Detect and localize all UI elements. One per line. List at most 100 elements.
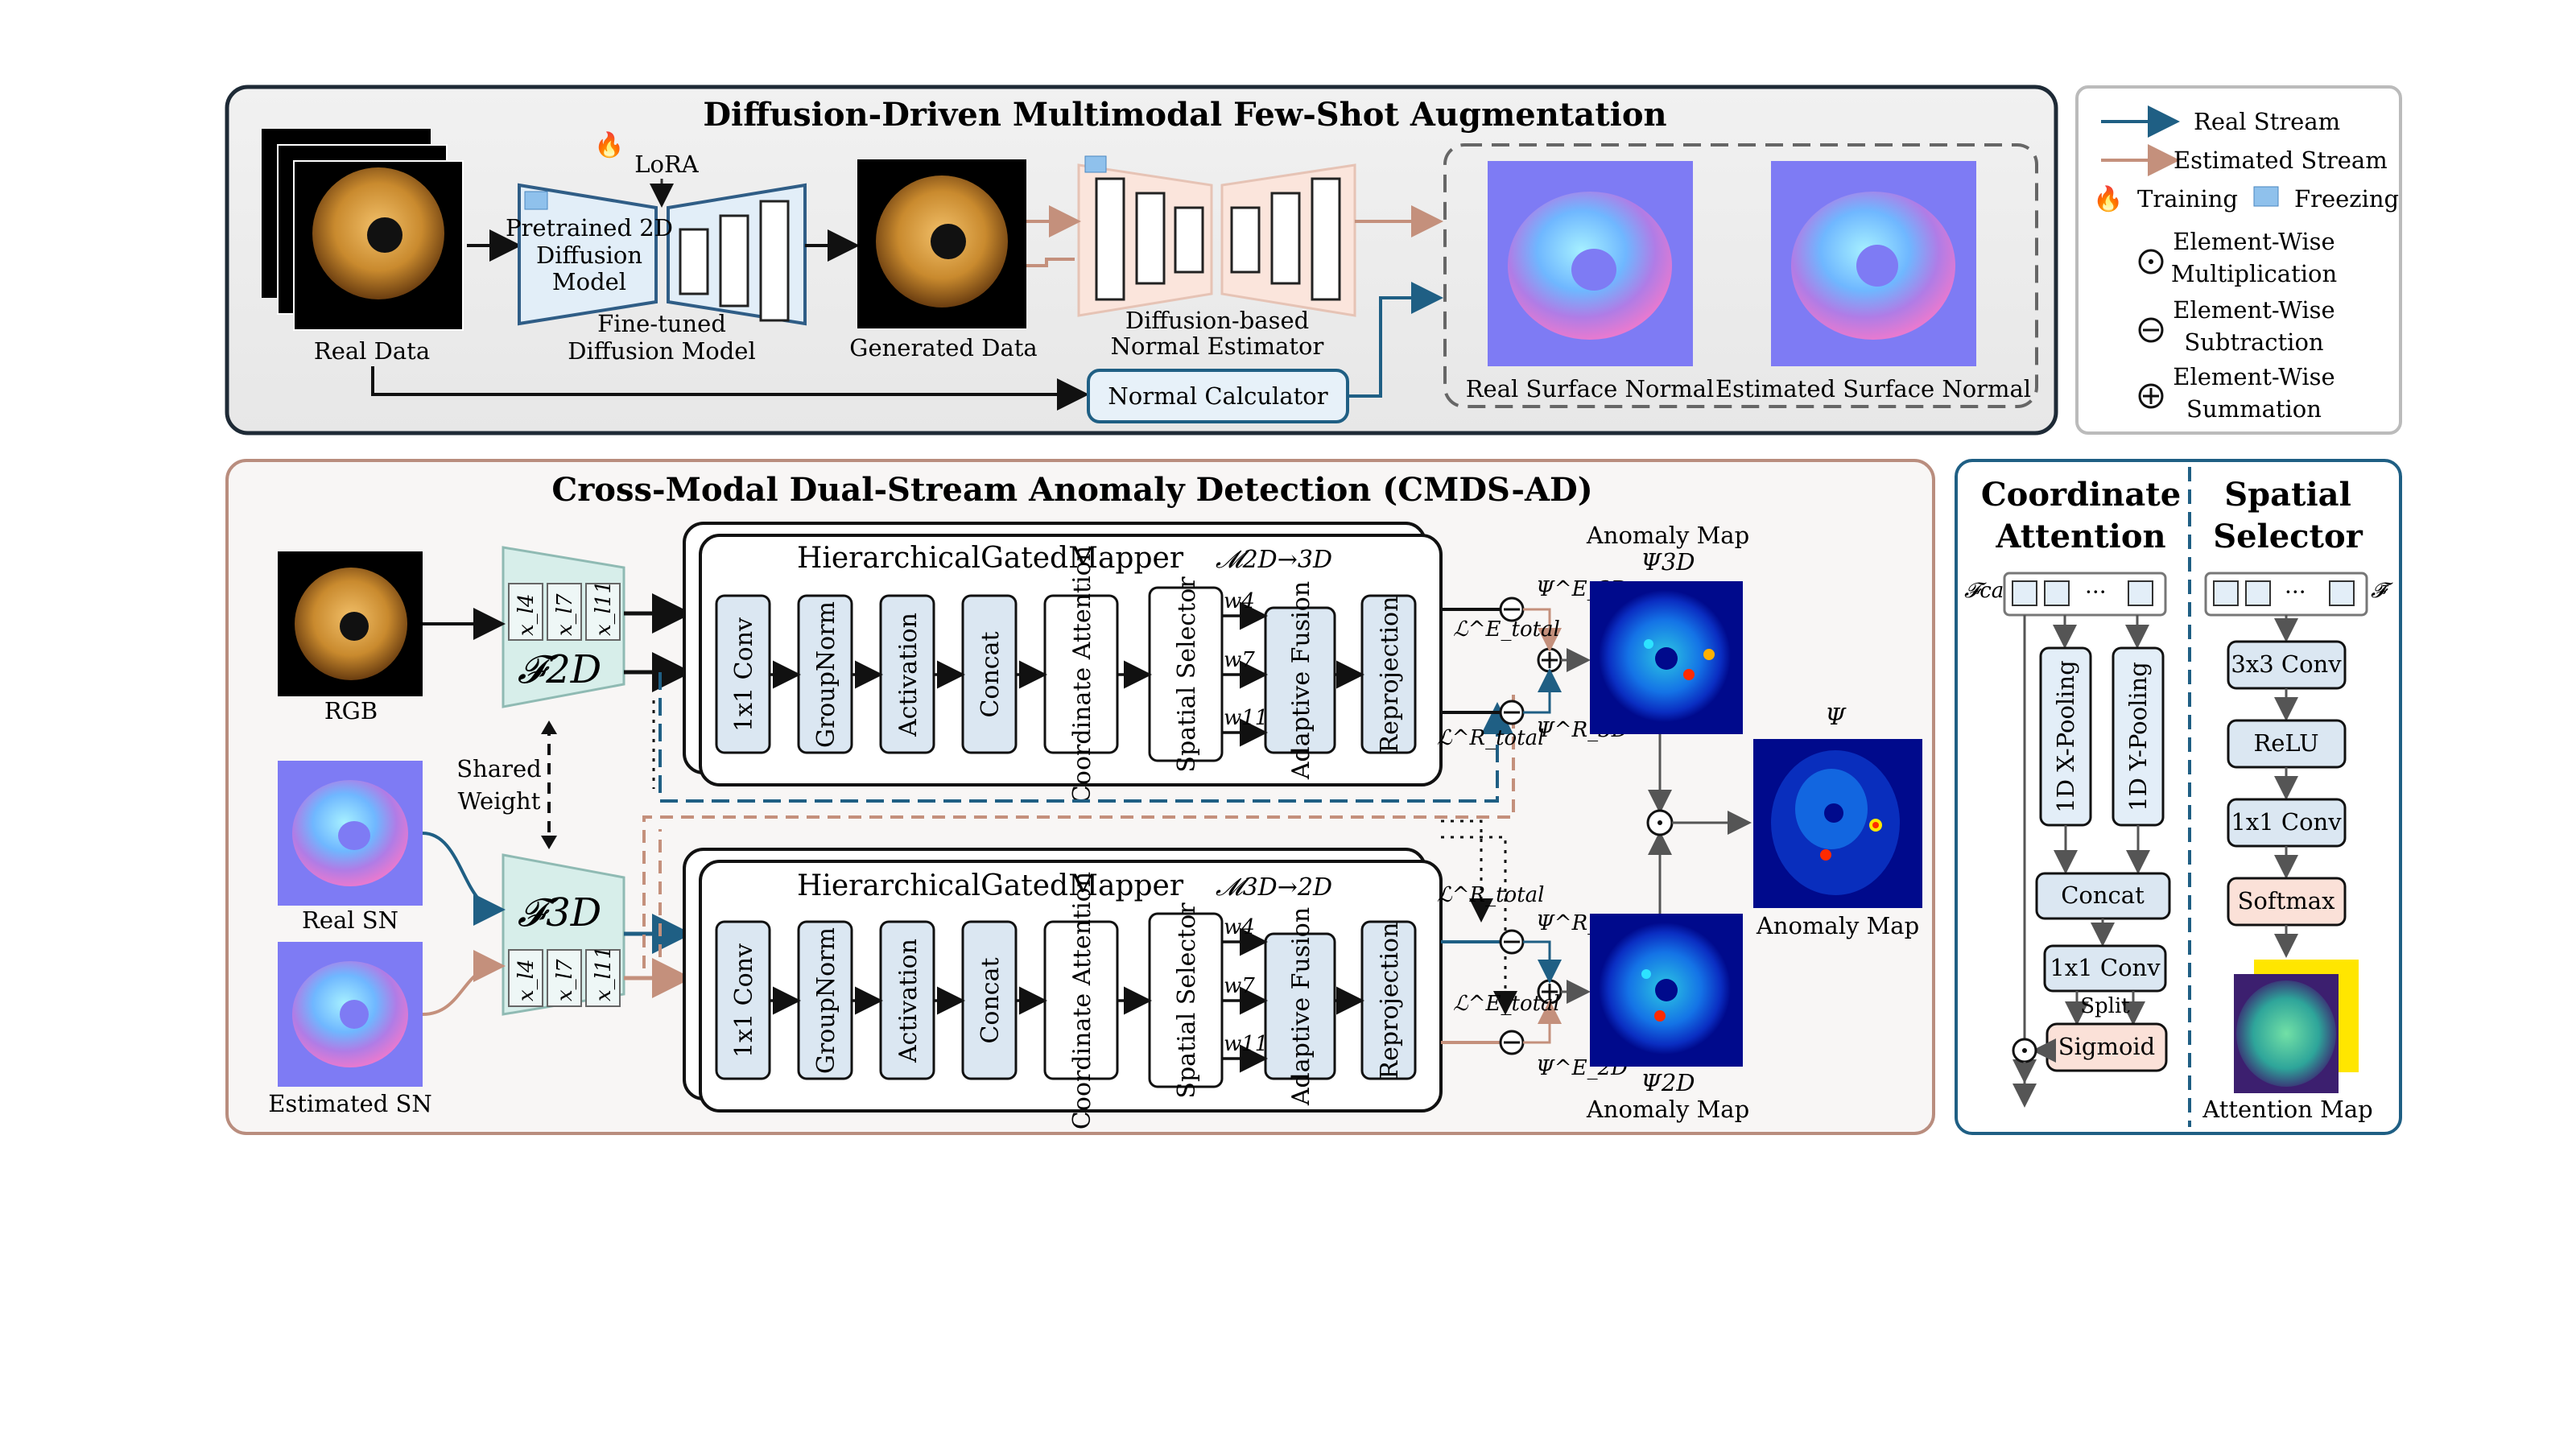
- main-panel: Cross-Modal Dual-Stream Anomaly Detectio…: [225, 459, 1935, 1135]
- legend-sum-2: Summation: [2186, 395, 2322, 423]
- mapper-bottom-title: HierarchicalGatedMapper: [797, 869, 1184, 902]
- block-groupnorm-b: GroupNorm: [812, 927, 840, 1074]
- lora-label: LoRA: [634, 151, 700, 178]
- layer-label-l11-b: x_l11: [592, 946, 616, 1001]
- real-surface-normal-label: Real Surface Normal: [1466, 375, 1715, 402]
- pretrained-label-1: Pretrained 2D: [506, 214, 673, 242]
- coord-concat-label: Concat: [2061, 881, 2145, 909]
- layer-label-l4: x_l4: [514, 593, 539, 636]
- mapper-top-blocks: [715, 586, 1417, 762]
- legend-mult-1: Element-Wise: [2173, 228, 2334, 255]
- freeze-icon: [524, 191, 548, 210]
- block-1x1-conv: 1x1 Conv: [730, 617, 758, 732]
- spatial-relu-label: ReLU: [2253, 729, 2318, 757]
- legend-panel: Real Stream Estimated Stream 🔥 Training …: [2075, 85, 2402, 435]
- real-sn-image: [278, 761, 423, 906]
- estimated-sn-label: Estimated SN: [268, 1090, 432, 1117]
- block-spatial-selector: Spatial Selector: [1173, 576, 1201, 773]
- legend-sum-1: Element-Wise: [2173, 363, 2334, 390]
- estimated-sn-image: [278, 942, 423, 1087]
- mapper-bottom-blocks: [715, 912, 1417, 1088]
- fire-icon: 🔥: [2093, 184, 2123, 213]
- f3d-label: 𝓕3D: [518, 890, 601, 935]
- coord-title-1: Coordinate: [1981, 476, 2181, 514]
- weight-w4-bottom: w4: [1224, 915, 1255, 939]
- real-data-stack: [262, 129, 464, 331]
- generated-data-image: [857, 159, 1026, 328]
- surface-normal-box: [1443, 143, 2038, 408]
- f2d-encoder: [502, 546, 625, 708]
- block-groupnorm: GroupNorm: [812, 601, 840, 748]
- weight-w4-top: w4: [1224, 589, 1255, 613]
- normal-estimator-label-1: Diffusion-based: [1125, 307, 1309, 334]
- pretrained-label-3: Model: [552, 268, 626, 295]
- legend-freezing: Freezing: [2294, 185, 2399, 213]
- block-reprojection-b: Reprojection: [1376, 923, 1404, 1080]
- freeze-icon: [1084, 155, 1107, 173]
- estimated-surface-normal-image: [1771, 161, 1976, 366]
- weight-w11-top: w11: [1224, 706, 1268, 730]
- normal-estimator: [1077, 155, 1356, 317]
- spatial-conv3-label: 3x3 Conv: [2231, 650, 2342, 678]
- estimated-surface-normal-label: Estimated Surface Normal: [1715, 375, 2031, 402]
- weight-w7-bottom: w7: [1224, 974, 1255, 998]
- final-anomaly-map-image: [1753, 739, 1922, 908]
- layer-label-l7-b: x_l7: [553, 959, 577, 1001]
- loss-r-top-label: ℒ^R_total: [1437, 726, 1544, 750]
- spatial-dots: ···: [2285, 579, 2306, 605]
- coord-split-label: Split: [2080, 994, 2130, 1018]
- rgb-label: RGB: [324, 697, 378, 724]
- pretrained-label-2: Diffusion: [536, 242, 642, 269]
- layer-label-l7: x_l7: [553, 593, 577, 636]
- anomaly-map-3d-title: Anomaly Map: [1586, 522, 1749, 549]
- loss-e-bottom-label: ℒ^E_total: [1453, 992, 1560, 1016]
- block-adaptive-fusion-b: Adaptive Fusion: [1287, 907, 1315, 1106]
- normal-calculator-label: Normal Calculator: [1108, 382, 1327, 410]
- coord-conv-box: [2043, 944, 2167, 993]
- real-data-label: Real Data: [314, 337, 430, 365]
- layer-label-l11: x_l11: [592, 580, 616, 636]
- block-reprojection: Reprojection: [1376, 597, 1404, 753]
- legend-mult-2: Multiplication: [2171, 260, 2337, 287]
- spatial-softmax-label: Softmax: [2238, 887, 2335, 914]
- attention-map-label: Attention Map: [2202, 1096, 2372, 1123]
- coord-dots: ···: [2085, 579, 2107, 605]
- loss-r-bottom-label: ℒ^R_total: [1437, 883, 1544, 907]
- weight-w11-bottom: w11: [1224, 1032, 1268, 1056]
- finetuned-label-1: Fine-tuned: [597, 310, 726, 337]
- loss-e-top-label: ℒ^E_total: [1453, 617, 1560, 642]
- attention-map-image: [2234, 960, 2359, 1093]
- spatial-conv1-label: 1x1 Conv: [2231, 808, 2342, 836]
- legend-sub-1: Element-Wise: [2173, 296, 2334, 324]
- freeze-icon: [2253, 186, 2279, 207]
- spatial-title-1: Spatial: [2224, 476, 2351, 514]
- coord-conv-label: 1x1 Conv: [2050, 954, 2161, 981]
- block-spatial-selector-b: Spatial Selector: [1173, 902, 1201, 1099]
- legend-sub-2: Subtraction: [2184, 328, 2323, 356]
- coord-title-2: Attention: [1995, 518, 2165, 555]
- real-sn-label: Real SN: [302, 906, 398, 934]
- anomaly-map-2d-title: Anomaly Map: [1586, 1096, 1749, 1123]
- top-panel: Diffusion-Driven Multimodal Few-Shot Aug…: [225, 85, 2058, 436]
- f2d-label: 𝓕2D: [518, 647, 601, 692]
- block-activation-b: Activation: [894, 939, 923, 1063]
- block-concat: Concat: [976, 631, 1005, 717]
- generated-data-label: Generated Data: [849, 334, 1037, 361]
- final-psi-label: Ψ: [1825, 703, 1847, 730]
- legend-real-stream: Real Stream: [2194, 108, 2340, 135]
- layer-label-l4-b: x_l4: [514, 959, 539, 1001]
- mapper-top-arrows: [770, 601, 1364, 747]
- anomaly-map-2d-psi: Ψ2D: [1641, 1069, 1695, 1096]
- coord-sigmoid-label: Sigmoid: [2058, 1033, 2156, 1060]
- legend-estimated-stream: Estimated Stream: [2174, 147, 2388, 174]
- f3d-encoder: [502, 853, 625, 1016]
- mapper-bottom-symbol: 𝓜3D→2D: [1216, 873, 1332, 902]
- normal-estimator-label-2: Normal Estimator: [1111, 332, 1324, 360]
- block-concat-b: Concat: [976, 957, 1005, 1043]
- shared-weight-label-1: Shared: [456, 755, 541, 782]
- anomaly-map-3d-psi: Ψ3D: [1641, 548, 1695, 576]
- main-panel-title: Cross-Modal Dual-Stream Anomaly Detectio…: [551, 471, 1592, 509]
- mapper-bottom-arrows: [770, 927, 1364, 1073]
- block-coordinate-attention-b: Coordinate Attention: [1068, 872, 1096, 1129]
